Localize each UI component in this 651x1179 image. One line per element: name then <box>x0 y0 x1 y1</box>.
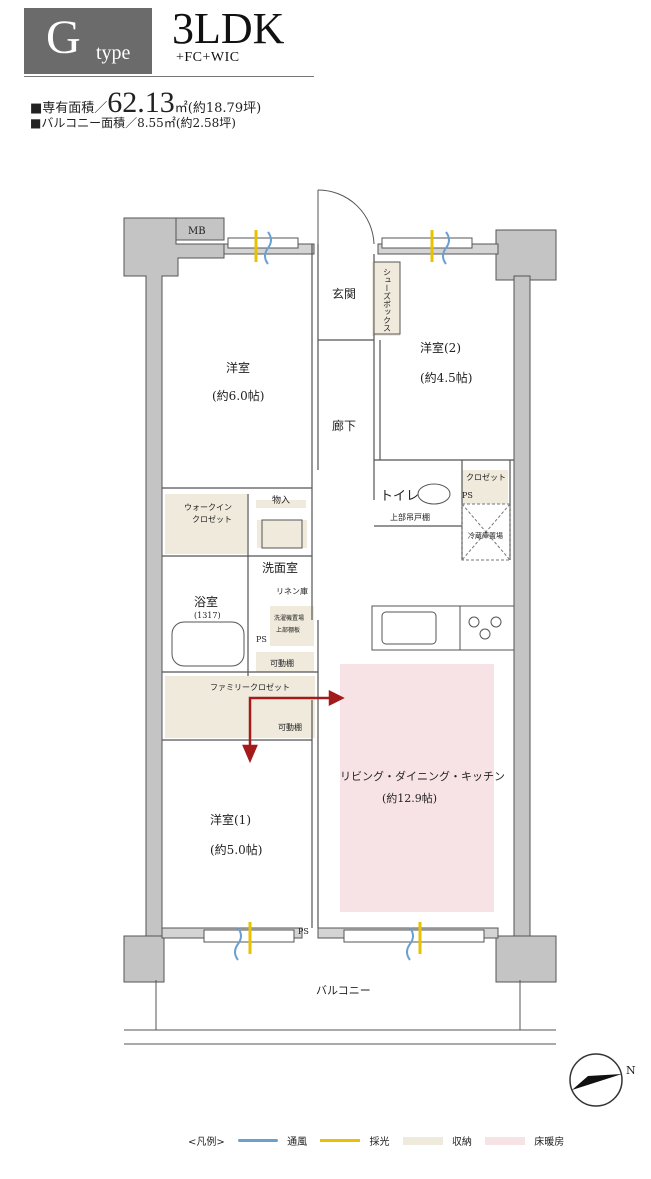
legend-ventilation-label: 通風 <box>287 1137 308 1148</box>
type-badge: G type <box>24 8 152 74</box>
shoe-box-label: シューズボックス <box>383 268 392 332</box>
legend-floor-heating-swatch <box>485 1136 526 1145</box>
storage-label: 物入 <box>272 494 290 506</box>
washer-line2: 上部棚板 <box>276 626 300 634</box>
exclusive-area-label: ■専有面積／ <box>30 101 108 116</box>
legend-ventilation-swatch <box>237 1139 278 1142</box>
ventilation-marks <box>234 231 450 961</box>
legend: <凡例> 通風 採光 収納 床暖房 <box>188 1133 564 1148</box>
washer-line1: 洗濯機置場 <box>274 614 304 622</box>
outer-walls <box>123 217 557 983</box>
washbasin <box>261 519 303 549</box>
entrance-door <box>317 189 375 245</box>
legend-storage-swatch <box>402 1136 443 1145</box>
walkin-line1: ウォークイン <box>184 503 232 512</box>
legend-floor-heating-label: 床暖房 <box>534 1137 565 1148</box>
plan-extras: +FC+WIC <box>176 50 240 65</box>
washroom-label: 洗面室 <box>262 560 298 575</box>
linen-label: リネン庫 <box>276 586 308 596</box>
ldk-name: リビング・ダイニング・キッチン <box>340 769 505 783</box>
exclusive-area: ■専有面積／62.13㎡(約18.79坪) <box>30 86 261 120</box>
western-room-tl-name: 洋室 <box>226 360 250 375</box>
fridge-label: 冷蔵庫置場 <box>468 531 503 540</box>
kitchen-counter <box>371 605 515 651</box>
mb-label: MB <box>188 226 206 237</box>
legend-label: <凡例> <box>188 1137 225 1148</box>
movable-shelf-label-1: 可動棚 <box>270 658 294 668</box>
flow-arrows <box>242 689 345 764</box>
type-word: type <box>96 42 131 64</box>
bathtub <box>171 621 245 667</box>
room-labels: 玄関 洋室 (約6.0帖) 洋室(2) (約4.5帖) 廊下 クロゼット トイレ… <box>184 286 506 997</box>
plan-type: 3LDK <box>172 4 285 53</box>
western-room-2-size: (約4.5帖) <box>420 370 472 385</box>
ps-label-balcony: PS <box>298 927 309 936</box>
legend-daylight-label: 採光 <box>369 1137 390 1148</box>
ldk-size: (約12.9帖) <box>382 791 437 805</box>
legend-storage-label: 収納 <box>451 1137 472 1148</box>
bath-label: 浴室 <box>194 594 218 609</box>
entrance-label: 玄関 <box>332 286 356 301</box>
exclusive-area-unit: ㎡(約18.79坪) <box>174 101 262 116</box>
daylight-marks <box>248 230 434 954</box>
corridor-label: 廊下 <box>332 418 356 433</box>
bath-size-label: (1317) <box>194 611 221 620</box>
western-room-1-name: 洋室(1) <box>210 812 251 827</box>
western-room-1-size: (約5.0帖) <box>210 842 262 857</box>
balcony-label: バルコニー <box>316 984 371 997</box>
ps-label-toilet: PS <box>462 491 473 500</box>
fridge-space <box>461 503 511 561</box>
legend-daylight-swatch <box>320 1139 361 1142</box>
floor-heating-area <box>340 664 494 912</box>
upper-cabinet-label: 上部吊戸棚 <box>390 512 430 522</box>
western-room-tl-size: (約6.0帖) <box>212 388 264 403</box>
balcony-area: ■バルコニー面積／8.55㎡(約2.58坪) <box>30 116 236 130</box>
walkin-line2: クロゼット <box>192 514 232 524</box>
ps-label-wash: PS <box>256 635 267 644</box>
toilet-bowl <box>417 483 451 505</box>
shoe-box <box>373 261 401 335</box>
exclusive-area-value: 62.13 <box>107 86 175 119</box>
type-letter: G <box>46 11 81 64</box>
movable-shelf-label-2: 可動棚 <box>278 722 302 732</box>
closet-small-label: クロゼット <box>466 472 506 482</box>
family-closet-label: ファミリークロゼット <box>210 682 290 692</box>
compass-north: N <box>626 1064 636 1077</box>
balcony-outline <box>124 980 556 1045</box>
western-room-2-name: 洋室(2) <box>420 340 461 355</box>
compass: N <box>569 1053 636 1107</box>
header-rule <box>24 76 314 77</box>
toilet-label: トイレ <box>380 489 419 504</box>
